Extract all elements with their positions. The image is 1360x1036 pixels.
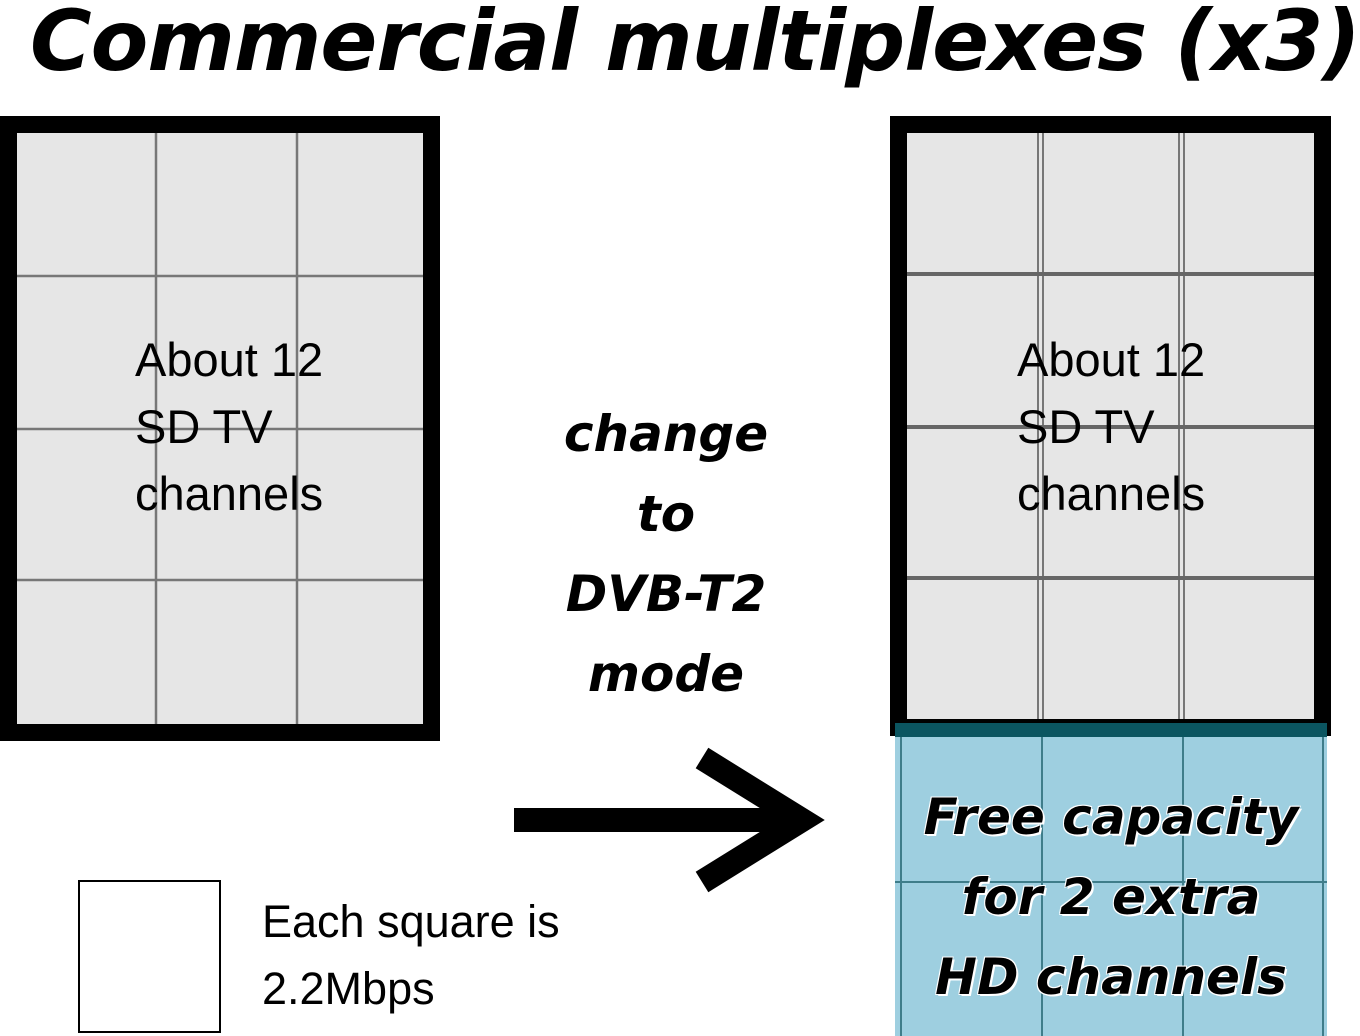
right-label-line: About 12 xyxy=(1017,333,1206,386)
left-box-label: About 12 SD TV channels xyxy=(135,326,323,527)
right-label-line: SD TV xyxy=(1017,400,1155,453)
free-capacity-grid xyxy=(895,737,1327,1036)
transition-label: change to DVB-T2 mode xyxy=(520,394,812,714)
left-grid xyxy=(17,133,423,724)
right-box-label: About 12 SD TV channels xyxy=(1017,326,1205,527)
legend-line: 2.2Mbps xyxy=(262,963,435,1014)
left-label-line: channels xyxy=(135,467,324,520)
free-capacity-line: for 2 extra xyxy=(961,868,1261,926)
transition-line: change xyxy=(563,405,769,463)
free-capacity-label: Free capacity for 2 extra HD channels xyxy=(895,777,1327,1017)
left-label-line: About 12 xyxy=(135,333,324,386)
right-label-line: channels xyxy=(1017,467,1206,520)
transition-line: DVB-T2 xyxy=(565,565,767,623)
free-capacity-line: HD channels xyxy=(935,948,1287,1006)
legend-label: Each square is 2.2Mbps xyxy=(262,888,560,1022)
right-multiplex-box: About 12 SD TV channels xyxy=(890,116,1331,736)
transition-line: mode xyxy=(587,645,745,703)
right-grid xyxy=(907,133,1314,719)
right-arrow-icon xyxy=(514,747,825,893)
diagram-title: Commercial multiplexes (x3) xyxy=(30,0,1360,90)
free-capacity-block: Free capacity for 2 extra HD channels xyxy=(895,723,1327,1036)
transition-line: to xyxy=(636,485,696,543)
legend-square xyxy=(78,880,221,1033)
free-capacity-line: Free capacity xyxy=(923,788,1299,846)
left-multiplex-box: About 12 SD TV channels xyxy=(0,116,440,741)
legend-line: Each square is xyxy=(262,896,560,947)
left-label-line: SD TV xyxy=(135,400,273,453)
